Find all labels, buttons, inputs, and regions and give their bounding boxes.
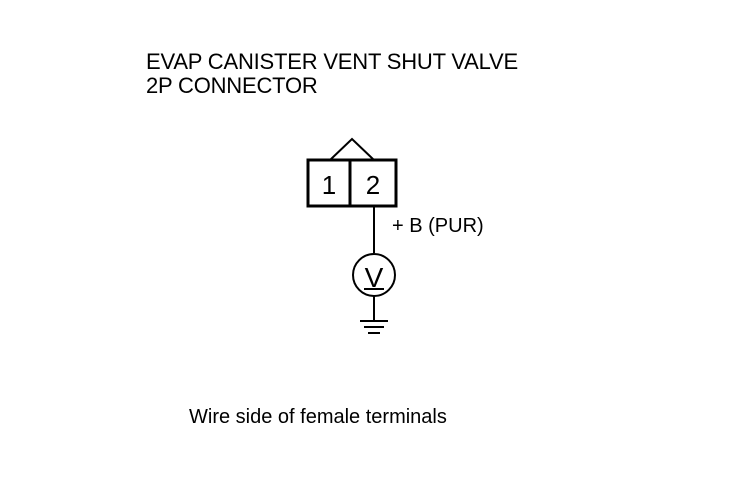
terminal-1-label: 1 bbox=[322, 170, 336, 200]
connector-2p: 1 2 bbox=[306, 158, 398, 208]
voltmeter-icon: V bbox=[352, 253, 396, 297]
connector-lock-tab bbox=[329, 137, 375, 161]
diagram-caption: Wire side of female terminals bbox=[189, 406, 447, 428]
wire-label: + B (PUR) bbox=[392, 215, 484, 237]
connector-body bbox=[306, 158, 398, 208]
voltmeter-symbol: V bbox=[365, 262, 384, 293]
diagram-title-line-1: EVAP CANISTER VENT SHUT VALVE bbox=[146, 49, 518, 74]
terminal-2-label: 2 bbox=[366, 170, 380, 200]
ground-icon bbox=[360, 320, 388, 334]
diagram-title-line-2: 2P CONNECTOR bbox=[146, 73, 318, 98]
